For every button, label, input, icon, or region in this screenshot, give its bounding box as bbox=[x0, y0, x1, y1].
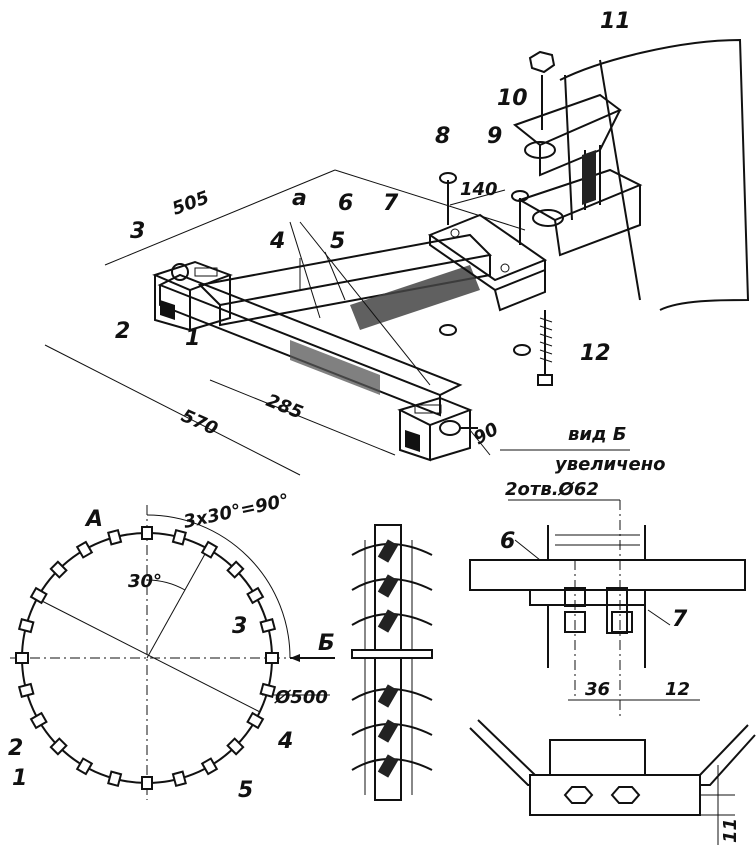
wheel-lug bbox=[29, 711, 48, 730]
bolts bbox=[439, 172, 553, 386]
wheel-lug bbox=[259, 618, 277, 634]
wheel-teeth bbox=[15, 526, 279, 790]
dim-36: 36 bbox=[585, 679, 610, 700]
part-11-label: 11 bbox=[600, 9, 631, 34]
mount-plate-7 bbox=[427, 213, 548, 312]
wheel-part-3-label: 3 bbox=[232, 614, 247, 639]
strip-lug bbox=[377, 539, 399, 563]
part-9-label: 9 bbox=[487, 124, 502, 149]
wheel-strip bbox=[351, 524, 433, 801]
dim-lines-top bbox=[44, 169, 526, 476]
wheel-lug bbox=[29, 586, 48, 605]
dim-570: 570 bbox=[178, 405, 221, 439]
part-3-label: 3 bbox=[130, 219, 145, 244]
wheel-lug bbox=[75, 540, 94, 559]
main-beam-6 bbox=[197, 233, 493, 330]
part-1-label: 1 bbox=[185, 326, 200, 351]
letter-a: a bbox=[292, 186, 307, 211]
strip-lug bbox=[377, 719, 399, 743]
view-b-title: вид Б bbox=[568, 424, 627, 445]
strip-lug bbox=[377, 684, 399, 708]
wheel-part-4-label: 4 bbox=[277, 729, 293, 754]
strip-lug bbox=[377, 574, 399, 598]
angle-30: 30° bbox=[128, 571, 162, 592]
wheel-lug bbox=[200, 757, 219, 776]
wheel-lug bbox=[49, 560, 68, 579]
view-b-part-7: 7 bbox=[672, 607, 688, 632]
part-5-label: 5 bbox=[330, 229, 345, 254]
wheel-lug bbox=[141, 776, 153, 790]
wheel-lug bbox=[226, 560, 245, 579]
part-2-label: 2 bbox=[115, 319, 130, 344]
dim-11: 11 bbox=[720, 818, 741, 843]
wheel-part-2-label: 2 bbox=[8, 736, 23, 761]
wheel-circle bbox=[10, 505, 335, 800]
view-b-holes: 2отв.Ø62 bbox=[505, 479, 599, 500]
label-B: Б bbox=[318, 631, 335, 656]
wheel-lug bbox=[171, 528, 187, 546]
part-6-label: 6 bbox=[338, 191, 353, 216]
wheel-lug bbox=[141, 526, 153, 540]
view-b-bottom bbox=[469, 719, 756, 845]
view-b-subtitle: увеличено bbox=[555, 454, 666, 475]
wheel-lug bbox=[15, 652, 29, 664]
dim-90: 90 bbox=[470, 419, 502, 450]
bracket-assembly bbox=[512, 93, 643, 257]
dim-285: 285 bbox=[263, 390, 306, 424]
wheel-lug bbox=[265, 652, 279, 664]
wheel-lug bbox=[226, 737, 245, 756]
view-b-part-6: 6 bbox=[500, 529, 515, 554]
wheel-lug bbox=[171, 770, 187, 788]
wheel-lug bbox=[17, 682, 35, 698]
diameter-label: Ø500 bbox=[274, 687, 328, 708]
part-10-label: 10 bbox=[497, 86, 528, 111]
dim-12: 12 bbox=[665, 679, 690, 700]
wheel-lug bbox=[246, 711, 265, 730]
end-clamp-2 bbox=[152, 260, 233, 332]
angle-total: 3x30°=90° bbox=[182, 490, 291, 533]
end-clamp-right bbox=[397, 396, 478, 462]
view-b-section bbox=[469, 449, 746, 720]
strip-lug bbox=[377, 609, 399, 633]
wheel-lug bbox=[49, 737, 68, 756]
part-7-label: 7 bbox=[383, 191, 399, 216]
wheel-part-1-label: 1 bbox=[12, 766, 27, 791]
part-4-label: 4 bbox=[269, 229, 285, 254]
wheel-lug bbox=[246, 586, 265, 605]
dim-505: 505 bbox=[170, 187, 212, 220]
wheel-lug bbox=[259, 682, 277, 698]
wheel-lug bbox=[107, 528, 123, 546]
strip-lug bbox=[377, 754, 399, 778]
part-12-label: 12 bbox=[580, 341, 611, 366]
nut-10 bbox=[528, 50, 556, 130]
part-8-label: 8 bbox=[435, 124, 450, 149]
wheel-lug bbox=[17, 618, 35, 634]
wheel-part-5-label: 5 bbox=[238, 778, 253, 803]
wheel-lug bbox=[75, 757, 94, 776]
dim-140: 140 bbox=[460, 179, 498, 200]
strip-rungs bbox=[351, 539, 433, 778]
label-A: A bbox=[84, 507, 103, 532]
wheel-lug bbox=[200, 540, 219, 559]
wheel-lug bbox=[107, 770, 123, 788]
